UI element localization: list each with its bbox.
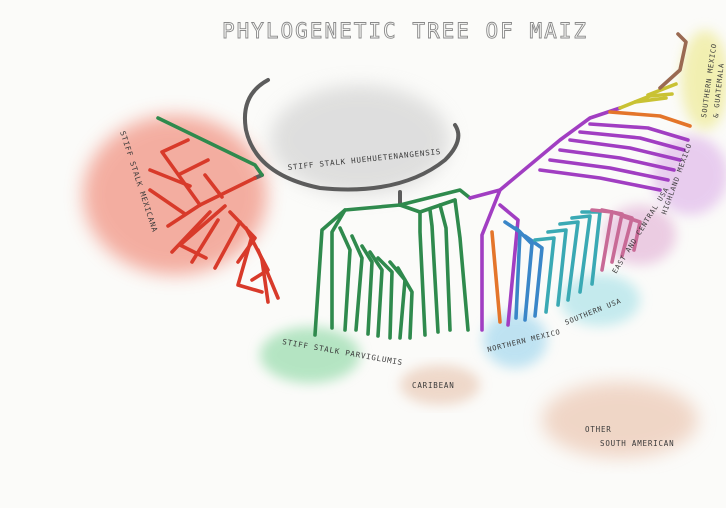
label-south-american: SOUTH AMERICAN [600, 439, 674, 448]
wash-huehuetenangensis [270, 85, 450, 195]
clade-parviglumis [315, 190, 470, 338]
label-caribbean: CARIBEAN [412, 381, 455, 390]
label-other: OTHER [585, 425, 612, 434]
diagram-title: PHYLOGENETIC TREE OF MAIZ [222, 19, 588, 43]
